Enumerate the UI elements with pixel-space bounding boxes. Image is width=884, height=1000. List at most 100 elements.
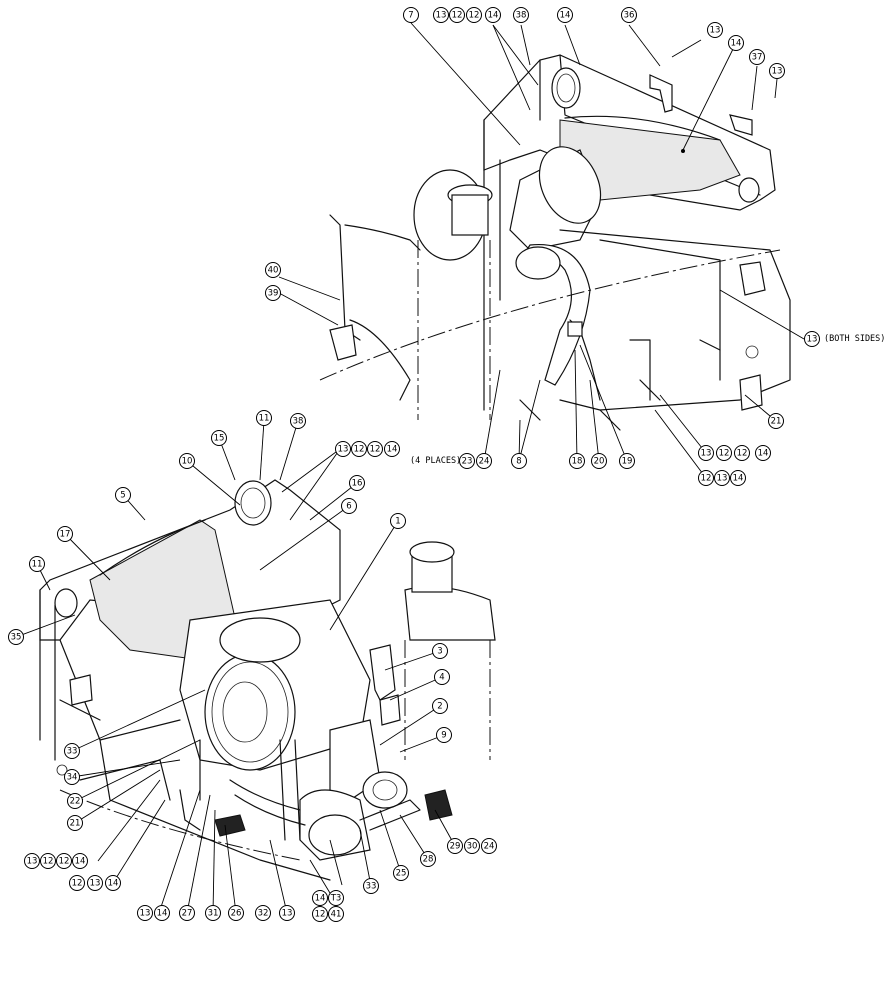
- callout-balloon: [434, 669, 450, 685]
- callout-number: 33: [67, 747, 78, 757]
- callout-number: 3: [437, 647, 442, 657]
- callout-number: 14: [75, 857, 86, 867]
- callout-number: 13: [701, 449, 712, 459]
- callout-number: 2: [437, 702, 442, 712]
- callout-balloon: [513, 7, 529, 23]
- callout-number: 15: [214, 434, 225, 444]
- callout-balloon: [205, 905, 221, 921]
- callout-number: 10: [182, 457, 193, 467]
- callout-balloon: [290, 413, 306, 429]
- callout-balloon: [804, 331, 820, 347]
- callout-balloon: [384, 441, 400, 457]
- callout-number: 36: [624, 11, 635, 21]
- callout-balloon: [211, 430, 227, 446]
- callout-number: 30: [467, 842, 478, 852]
- callout-balloon: [569, 453, 585, 469]
- callout-balloon: [447, 838, 463, 854]
- callout-balloon: [265, 285, 281, 301]
- callout-balloon: [64, 743, 80, 759]
- callout-number: 6: [346, 502, 351, 512]
- callout-balloon: [72, 853, 88, 869]
- callout-number: 25: [396, 869, 407, 879]
- callout-balloon: [466, 7, 482, 23]
- callout-balloon: [228, 905, 244, 921]
- callout-number: 13: [772, 67, 783, 77]
- callout-balloon: [328, 906, 344, 922]
- callout-balloon: [67, 793, 83, 809]
- callout-balloon: [557, 7, 573, 23]
- callout-balloon: [432, 698, 448, 714]
- callout-number: 14: [108, 879, 119, 889]
- callout-number: 24: [484, 842, 495, 852]
- callout-balloon: [363, 878, 379, 894]
- callout-number: 12: [701, 474, 712, 484]
- callout-number: 21: [70, 819, 81, 829]
- callout-balloon: [728, 35, 744, 51]
- callout-number: 13: [436, 11, 447, 21]
- callout-number: 17: [60, 530, 71, 540]
- callout-number: 37: [752, 53, 763, 63]
- callout-number: 12: [72, 879, 83, 889]
- callout-number: 39: [268, 289, 279, 299]
- callout-balloon: [351, 441, 367, 457]
- callout-number: 14: [488, 11, 499, 21]
- callout-number: 12: [315, 910, 326, 920]
- callout-balloon: [57, 526, 73, 542]
- callout-number: 23: [462, 457, 473, 467]
- callout-balloon: [87, 875, 103, 891]
- callout-balloon: [734, 445, 750, 461]
- callout-balloon: [367, 441, 383, 457]
- callout-number: 13: [140, 909, 151, 919]
- callout-number: 26: [231, 909, 242, 919]
- callout-balloon: [433, 7, 449, 23]
- callout-balloon: [621, 7, 637, 23]
- callout-number: 13: [27, 857, 38, 867]
- upper-assembly-view: [319, 54, 791, 431]
- callout-balloon: [749, 49, 765, 65]
- callout-balloon: [591, 453, 607, 469]
- callout-balloon: [349, 475, 365, 491]
- callout-number: 14: [387, 445, 398, 455]
- callout-balloon: [69, 875, 85, 891]
- callout-balloon: [755, 445, 771, 461]
- callout-balloon: [432, 643, 448, 659]
- callout-balloon: [265, 262, 281, 278]
- callout-balloon: [769, 63, 785, 79]
- callout-number: 4: [439, 673, 444, 683]
- callout-number: 24: [479, 457, 490, 467]
- callout-number: 29: [450, 842, 461, 852]
- note-both-sides: (BOTH SIDES): [824, 334, 884, 344]
- callout-number: 31: [208, 909, 219, 919]
- lower-assembly-view: [39, 479, 496, 881]
- callout-number: 9: [441, 731, 446, 741]
- callout-balloon: [335, 441, 351, 457]
- callout-number: 21: [771, 417, 782, 427]
- callout-number: 14: [758, 449, 769, 459]
- callout-number: 13: [710, 26, 721, 36]
- callout-number: 16: [352, 479, 363, 489]
- callout-balloon: [698, 470, 714, 486]
- callout-balloon: [485, 7, 501, 23]
- callout-number: 14: [733, 474, 744, 484]
- callout-balloon: [341, 498, 357, 514]
- callout-number: 12: [469, 11, 480, 21]
- callout-balloon: [768, 413, 784, 429]
- callout-balloon: [464, 838, 480, 854]
- callout-balloon: [698, 445, 714, 461]
- callout-balloon: [420, 851, 436, 867]
- callout-balloon: [449, 7, 465, 23]
- callout-balloon: [8, 629, 24, 645]
- callout-balloon: [403, 7, 419, 23]
- callout-number: 41: [331, 910, 342, 920]
- callout-balloon: [707, 22, 723, 38]
- callout-balloon: [64, 769, 80, 785]
- callout-number: 27: [182, 909, 193, 919]
- callout-balloon: [312, 906, 328, 922]
- callout-number: 11: [259, 414, 270, 424]
- callout-number: 12: [370, 445, 381, 455]
- callout-balloon: [279, 905, 295, 921]
- callout-balloon: [29, 556, 45, 572]
